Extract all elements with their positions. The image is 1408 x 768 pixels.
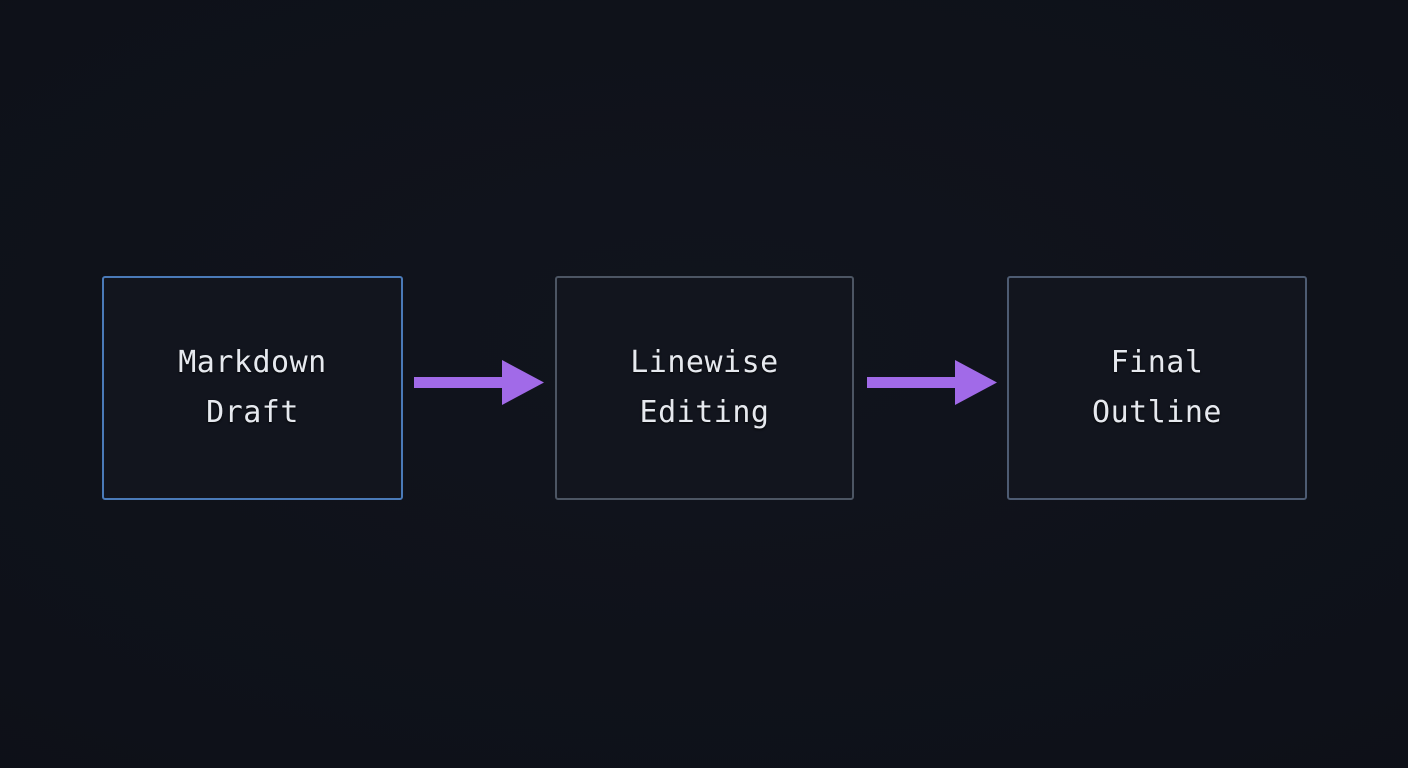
diagram-edge-arrow (867, 352, 999, 412)
node-label: Final Outline (1092, 345, 1222, 430)
node-label: Linewise Editing (630, 345, 779, 430)
arrow-right-icon (867, 360, 997, 405)
arrow-right-icon (414, 360, 544, 405)
node-label: Markdown Draft (178, 345, 327, 430)
diagram-node-markdown-draft[interactable]: Markdown Draft (102, 276, 403, 500)
diagram-edge-arrow (414, 352, 546, 412)
diagram-node-linewise-editing[interactable]: Linewise Editing (555, 276, 854, 500)
diagram-node-final-outline[interactable]: Final Outline (1007, 276, 1307, 500)
